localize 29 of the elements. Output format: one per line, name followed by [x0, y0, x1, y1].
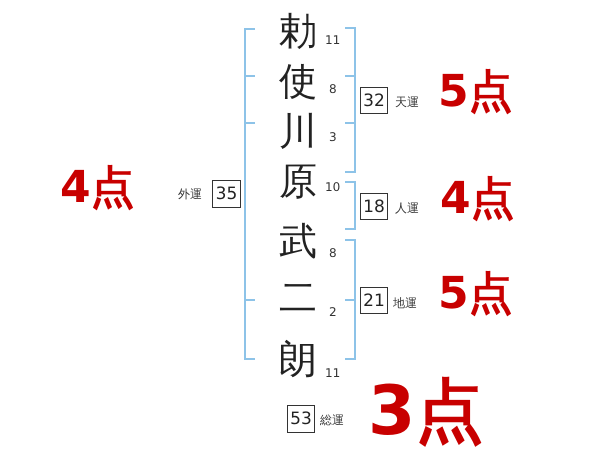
stroke-count: 8: [329, 247, 337, 259]
stroke-count: 11: [325, 34, 340, 46]
score-text: 5点: [438, 272, 513, 316]
score-text: 4点: [60, 166, 135, 210]
stroke-count: 11: [325, 367, 340, 379]
number-box: 53: [287, 405, 315, 433]
number-box: 32: [360, 87, 388, 114]
name-character: 二: [279, 278, 317, 316]
stroke-count: 3: [329, 131, 337, 143]
name-character: 勅: [279, 12, 317, 50]
score-text: 4点: [440, 177, 515, 221]
number-box: 18: [360, 193, 388, 220]
fortune-label: 総運: [320, 414, 344, 426]
number-box: 21: [360, 287, 388, 314]
stroke-count: 8: [329, 83, 337, 95]
fortune-label: 人運: [395, 202, 419, 214]
name-character: 朗: [279, 340, 317, 378]
name-character: 使: [279, 62, 317, 100]
name-character: 原: [279, 162, 317, 200]
score-text: 5点: [438, 70, 513, 114]
stroke-count: 10: [325, 181, 340, 193]
stroke-count: 2: [329, 306, 337, 318]
fortune-label: 外運: [178, 188, 202, 200]
score-text: 3点: [368, 378, 484, 446]
name-character: 川: [279, 112, 317, 150]
number-box: 35: [212, 180, 241, 208]
fortune-label: 天運: [395, 96, 419, 108]
name-character: 武: [279, 222, 317, 260]
fortune-label: 地運: [393, 297, 417, 309]
